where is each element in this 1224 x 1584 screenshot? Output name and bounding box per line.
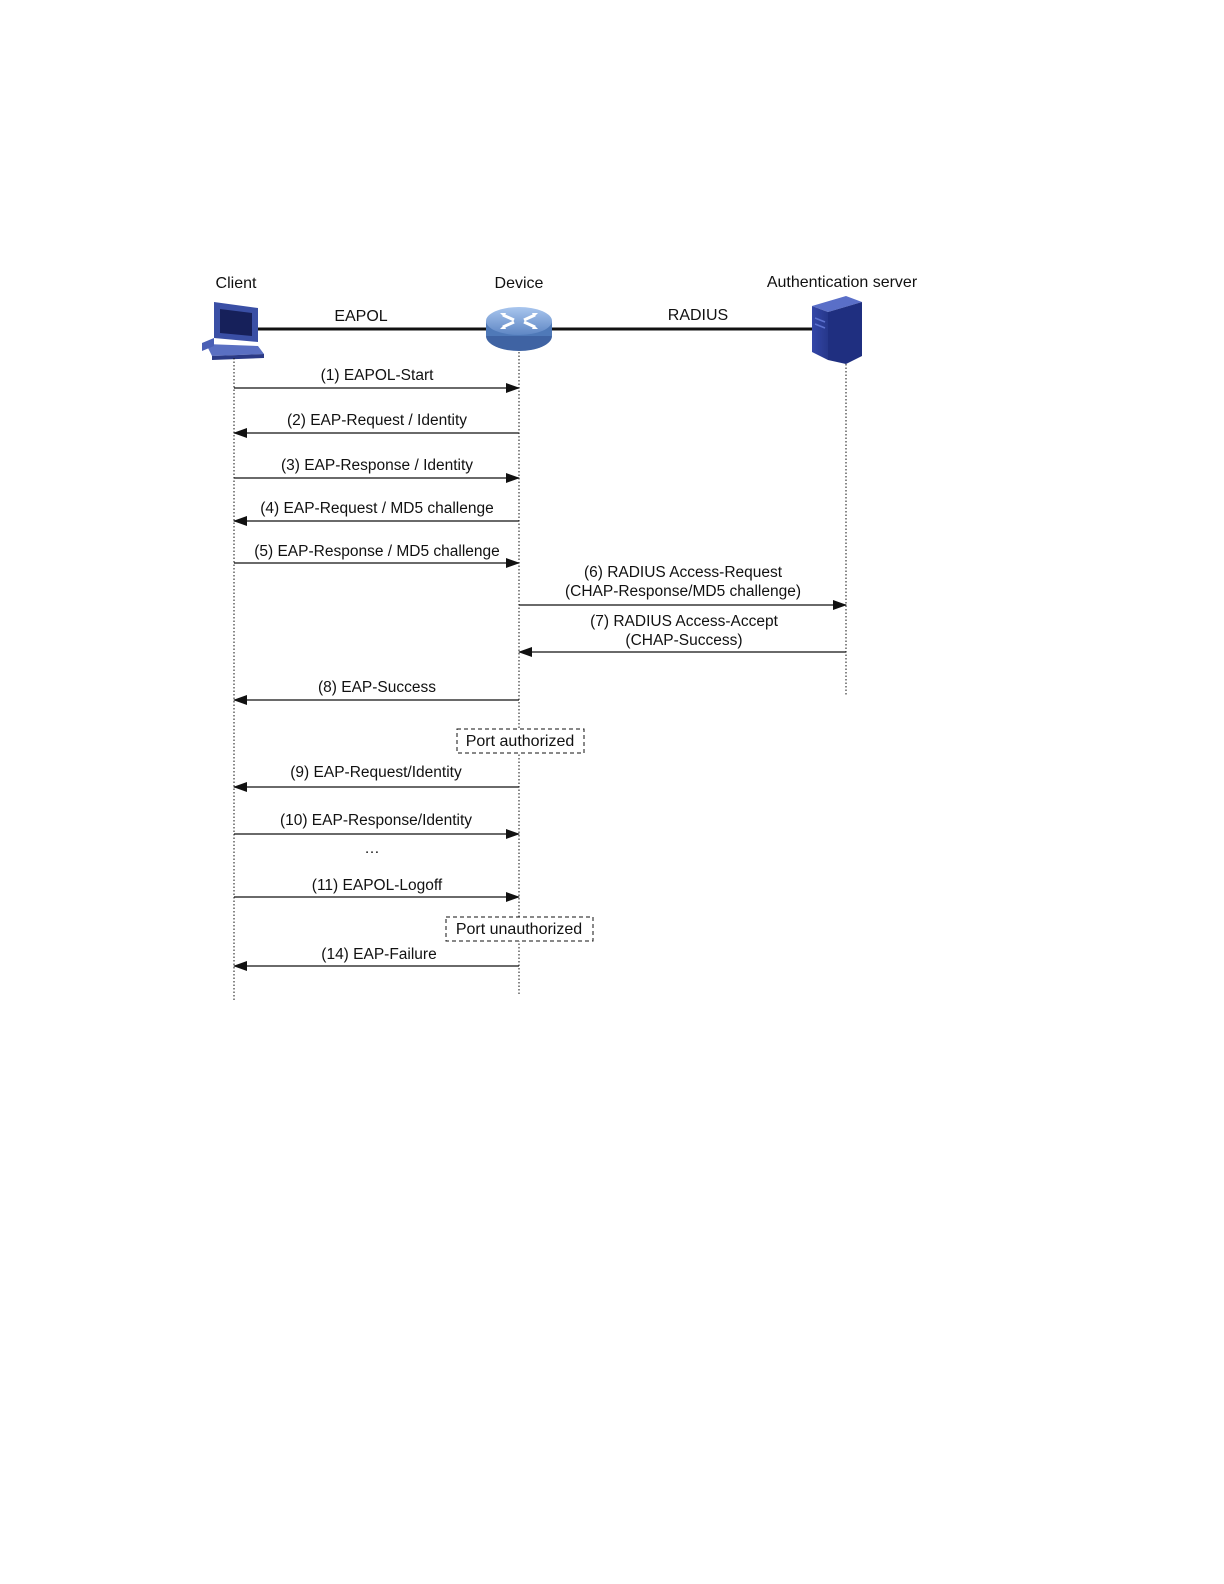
- message-6: (6) RADIUS Access-Request (CHAP-Response…: [519, 564, 847, 610]
- message-label: (11) EAPOL-Logoff: [312, 877, 443, 894]
- message-4: (4) EAP-Request / MD5 challenge: [233, 500, 519, 526]
- router-icon: [486, 307, 552, 351]
- radius-link-label: RADIUS: [668, 307, 728, 324]
- message-label-line2: (CHAP-Response/MD5 challenge): [565, 583, 801, 600]
- message-label: (9) EAP-Request/Identity: [290, 764, 462, 781]
- message-14: (14) EAP-Failure: [233, 946, 519, 971]
- message-1: (1) EAPOL-Start: [234, 367, 520, 393]
- message-label: (6) RADIUS Access-Request: [584, 564, 783, 581]
- state-box: [456, 728, 585, 754]
- message-label: (7) RADIUS Access-Accept: [590, 613, 778, 630]
- message-9: (9) EAP-Request/Identity: [233, 764, 519, 792]
- message-label: (4) EAP-Request / MD5 challenge: [260, 500, 493, 517]
- eapol-link-label: EAPOL: [334, 308, 387, 325]
- message-label: (3) EAP-Response / Identity: [281, 457, 473, 474]
- message-5: (5) EAP-Response / MD5 challenge: [234, 543, 520, 568]
- message-3: (3) EAP-Response / Identity: [234, 457, 520, 483]
- server-icon: [812, 296, 862, 364]
- participant-server-label: Authentication server: [767, 274, 918, 291]
- message-2: (2) EAP-Request / Identity: [233, 412, 519, 438]
- continuation-ellipsis: …: [364, 840, 380, 857]
- message-11: (11) EAPOL-Logoff: [234, 877, 520, 902]
- participant-client-label: Client: [216, 275, 257, 292]
- client-computer-icon: [202, 302, 264, 360]
- message-10: (10) EAP-Response/Identity: [234, 812, 520, 839]
- message-label: (10) EAP-Response/Identity: [280, 812, 472, 829]
- message-label-line2: (CHAP-Success): [625, 632, 742, 649]
- port-authorized-state: Port authorized: [456, 728, 585, 754]
- message-8: (8) EAP-Success: [233, 679, 519, 705]
- port-unauthorized-state: Port unauthorized: [445, 916, 594, 942]
- message-label: (5) EAP-Response / MD5 challenge: [254, 543, 500, 560]
- state-label: Port authorized: [466, 733, 575, 750]
- message-label: (1) EAPOL-Start: [321, 367, 435, 384]
- participant-device-label: Device: [495, 275, 544, 292]
- message-label: (8) EAP-Success: [318, 679, 436, 696]
- message-label: (14) EAP-Failure: [321, 946, 436, 963]
- message-7: (7) RADIUS Access-Accept (CHAP-Success): [518, 613, 846, 657]
- state-box: [445, 916, 594, 942]
- state-label: Port unauthorized: [456, 921, 582, 938]
- message-label: (2) EAP-Request / Identity: [287, 412, 467, 429]
